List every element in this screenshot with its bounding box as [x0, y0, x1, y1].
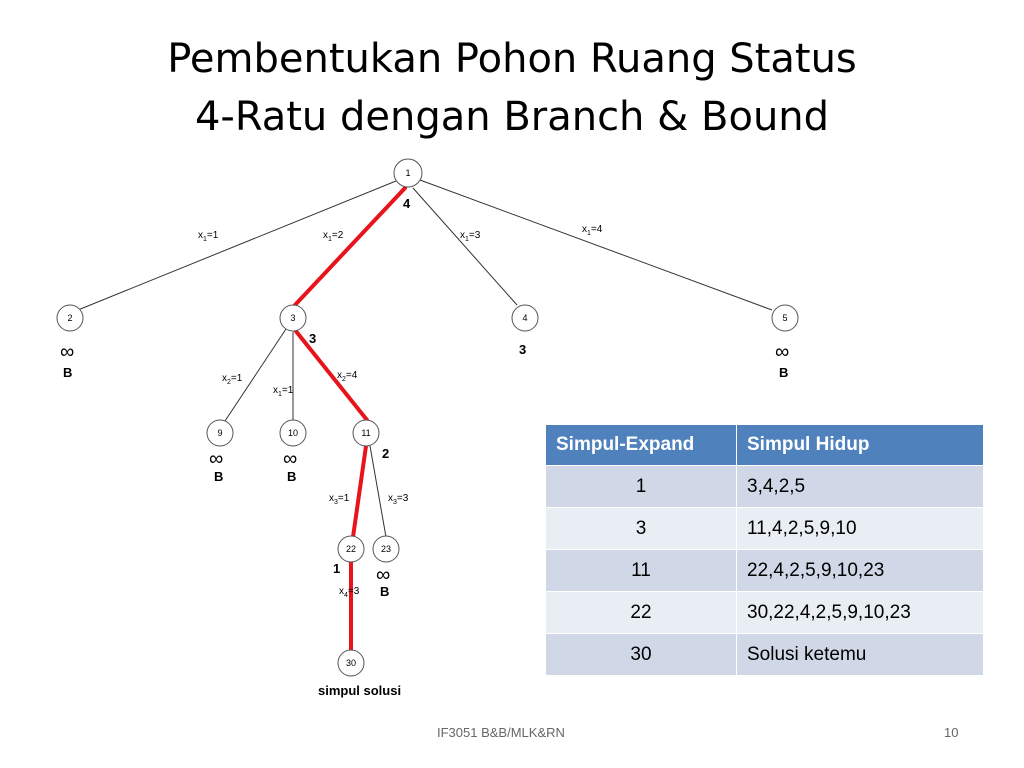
cell-expand: 22	[545, 591, 737, 634]
edge-11-23	[369, 445, 387, 538]
header-simpul-expand: Simpul-Expand	[545, 424, 737, 466]
cell-expand: 1	[545, 465, 737, 508]
edge-label-x3-1: x3=1	[329, 493, 350, 506]
cost-node-22: 1	[333, 561, 340, 576]
edge-label-x4-3: x4=3	[339, 586, 360, 599]
svg-text:3: 3	[290, 313, 295, 323]
tree-node-5: 5	[771, 304, 799, 332]
bound-marker-node-9: B	[214, 469, 223, 484]
cost-node-1: 4	[403, 196, 411, 211]
tree-node-9: 9	[206, 419, 234, 447]
svg-text:2: 2	[67, 313, 72, 323]
table-row: 3 11,4,2,5,9,10	[545, 507, 984, 550]
bound-marker-node-23: B	[380, 584, 389, 599]
title-line-2: 4-Ratu dengan Branch & Bound	[194, 94, 830, 140]
tree-node-2: 2	[56, 304, 84, 332]
infinity-icon-node-10: ∞	[283, 448, 297, 470]
cell-expand: 30	[545, 633, 737, 676]
svg-text:23: 23	[381, 544, 391, 554]
edge-1-5	[419, 179, 773, 311]
edge-label-x1-2: x1=2	[323, 230, 344, 243]
slide-title: Pembentukan Pohon Ruang Status 4-Ratu de…	[0, 30, 1024, 146]
cost-node-4: 3	[519, 342, 526, 357]
tree-node-30: 30	[337, 649, 365, 677]
svg-text:4: 4	[522, 313, 527, 323]
edge-label-x1-4: x1=4	[582, 224, 603, 237]
cell-live: Solusi ketemu	[736, 633, 984, 676]
path-edge-1-3	[293, 186, 407, 307]
svg-text:5: 5	[782, 313, 787, 323]
edge-1-2	[77, 180, 397, 311]
cost-node-11: 2	[382, 446, 389, 461]
tree-node-1: 1	[393, 158, 423, 188]
edge-label-x1-3: x1=3	[460, 230, 481, 243]
bound-marker-node-10: B	[287, 469, 296, 484]
path-edge-11-22	[351, 444, 368, 539]
expansion-table: Simpul-Expand Simpul Hidup 1 3,4,2,5 3 1…	[545, 424, 984, 676]
tree-node-3: 3	[279, 304, 307, 332]
tree-node-22: 22	[337, 535, 365, 563]
title-line-1: Pembentukan Pohon Ruang Status	[167, 36, 857, 82]
svg-text:22: 22	[346, 544, 356, 554]
tree-node-23: 23	[372, 535, 400, 563]
svg-text:11: 11	[361, 428, 370, 438]
table-row: 11 22,4,2,5,9,10,23	[545, 549, 984, 592]
infinity-icon-node-9: ∞	[209, 448, 223, 470]
infinity-icon-node-23: ∞	[376, 564, 390, 586]
svg-text:9: 9	[217, 428, 222, 438]
infinity-icon-node-5: ∞	[775, 341, 789, 363]
svg-text:10: 10	[288, 428, 298, 438]
table-row: 1 3,4,2,5	[545, 465, 984, 508]
cell-expand: 11	[545, 549, 737, 592]
table-row: 22 30,22,4,2,5,9,10,23	[545, 591, 984, 634]
cell-expand: 3	[545, 507, 737, 550]
edge-label-x1-1-b: x1=1	[273, 385, 294, 398]
cell-live: 3,4,2,5	[736, 465, 984, 508]
infinity-icon-node-2: ∞	[60, 341, 74, 363]
svg-text:30: 30	[346, 658, 356, 668]
svg-text:1: 1	[405, 168, 410, 178]
cell-live: 11,4,2,5,9,10	[736, 507, 984, 550]
bound-marker-node-2: B	[63, 365, 72, 380]
tree-node-4: 4	[511, 304, 539, 332]
footer-course-code: IF3051 B&B/MLK&RN	[437, 725, 565, 740]
edge-label-x2-1: x2=1	[222, 373, 243, 386]
cell-live: 30,22,4,2,5,9,10,23	[736, 591, 984, 634]
bound-marker-node-5: B	[779, 365, 788, 380]
path-edge-3-11	[293, 328, 369, 422]
edge-label-x1-1: x1=1	[198, 230, 219, 243]
footer-page-number: 10	[944, 725, 959, 740]
cell-live: 22,4,2,5,9,10,23	[736, 549, 984, 592]
table-row: 30 Solusi ketemu	[545, 633, 984, 676]
tree-node-10: 10	[279, 419, 307, 447]
edge-3-9	[224, 328, 287, 422]
cost-node-3: 3	[309, 331, 316, 346]
edge-label-x3-3: x3=3	[388, 493, 409, 506]
edge-label-x2-4: x2=4	[337, 370, 358, 383]
solution-node-label: simpul solusi	[318, 683, 401, 698]
edge-1-4	[412, 187, 518, 306]
tree-node-11: 11	[352, 419, 380, 447]
header-simpul-hidup: Simpul Hidup	[736, 424, 984, 466]
table-header-row: Simpul-Expand Simpul Hidup	[545, 424, 984, 466]
